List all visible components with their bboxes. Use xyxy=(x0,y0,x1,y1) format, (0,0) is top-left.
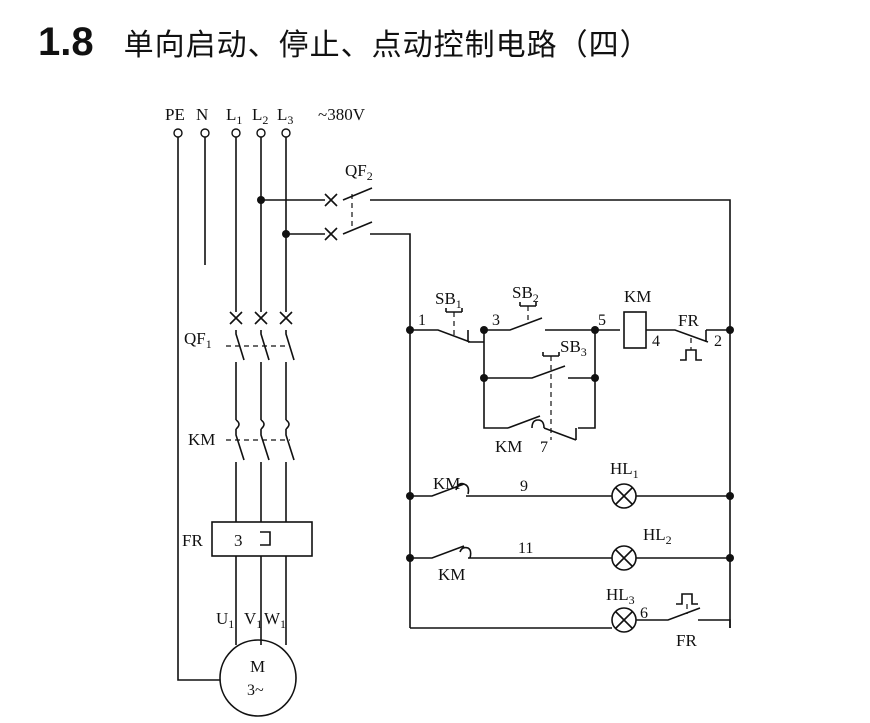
rung-coil: 1 SB1 3 SB2 5 KM 4 FR 2 xyxy=(406,283,734,361)
label-sb1: SB1 xyxy=(435,289,462,311)
motor-type: 3~ xyxy=(247,682,264,699)
supply-terminals xyxy=(173,128,291,138)
page-title: 1.8 单向启动、停止、点动控制电路（四） xyxy=(38,20,651,72)
rung-jog: SB3 KM 7 xyxy=(480,330,599,456)
terminal-pe xyxy=(173,128,183,138)
motor-label: M xyxy=(250,657,265,676)
rung-hl3: HL3 6 FR xyxy=(410,585,731,650)
node-2: 2 xyxy=(714,333,722,350)
node-4: 4 xyxy=(652,333,660,350)
terminal-l2 xyxy=(256,128,266,138)
node-9: 9 xyxy=(520,478,528,495)
label-km-main: KM xyxy=(188,430,215,449)
sb3-contact xyxy=(484,365,595,379)
fr-number: 3 xyxy=(234,531,243,550)
label-hl3: HL3 xyxy=(606,585,635,607)
node-5: 5 xyxy=(598,312,606,329)
label-sb3: SB3 xyxy=(560,337,587,359)
terminal-l3 xyxy=(281,128,291,138)
node-11: 11 xyxy=(518,540,533,557)
label-km-no: KM xyxy=(433,474,460,493)
terminal-l1 xyxy=(231,128,241,138)
qf2-left-feed xyxy=(370,233,411,628)
km-hold-contact xyxy=(507,415,577,441)
label-qf2: QF2 xyxy=(345,161,373,183)
label-l1: L1 xyxy=(226,105,242,127)
qf1-breaker: QF1 xyxy=(184,311,295,420)
label-voltage: ~380V xyxy=(318,105,366,124)
label-u1: U1 xyxy=(216,609,234,631)
label-qf1: QF1 xyxy=(184,329,212,351)
km-nc-contact xyxy=(410,545,612,559)
label-fr-contact: FR xyxy=(678,311,699,330)
fr-box xyxy=(211,521,313,557)
km-coil xyxy=(623,311,647,349)
node-7: 7 xyxy=(540,439,548,456)
label-km-coil: KM xyxy=(624,287,651,306)
label-fr: FR xyxy=(182,531,203,550)
label-hl1: HL1 xyxy=(610,459,639,481)
label-l2: L2 xyxy=(252,105,268,127)
label-n: N xyxy=(196,105,208,124)
fr-no-contact xyxy=(636,607,731,628)
fr-heater-symbol xyxy=(260,531,271,546)
label-hl2: HL2 xyxy=(643,525,672,547)
power-lines xyxy=(177,137,325,681)
supply-labels: PE N L1 L2 L3 ~380V xyxy=(165,105,366,127)
km-main-contacts: KM xyxy=(188,419,295,522)
node-3: 3 xyxy=(492,312,500,329)
node-1: 1 xyxy=(418,312,426,329)
label-l3: L3 xyxy=(277,105,293,127)
section-number: 1.8 xyxy=(38,20,94,64)
sb2-contact xyxy=(484,317,620,331)
pe-wire xyxy=(177,137,220,681)
qf2-right-feed xyxy=(370,199,731,330)
node-6: 6 xyxy=(640,605,648,622)
motor-circle xyxy=(219,639,297,717)
fr-thermal-relay: FR 3 xyxy=(182,521,313,645)
label-v1: V1 xyxy=(244,609,262,631)
label-km-hold: KM xyxy=(495,437,522,456)
fr-thermal-symbol xyxy=(680,349,702,361)
label-fr-lamp: FR xyxy=(676,631,697,650)
label-pe: PE xyxy=(165,105,185,124)
rung-hl1: KM 9 HL1 xyxy=(406,459,734,509)
terminal-n xyxy=(200,128,210,138)
section-title: 单向启动、停止、点动控制电路（四） xyxy=(123,28,651,63)
label-km-nc: KM xyxy=(438,565,465,584)
fr-thermal-symbol-2 xyxy=(676,593,698,605)
motor: U1 V1 W1 M 3~ xyxy=(216,609,297,717)
label-w1: W1 xyxy=(264,609,286,631)
rung-hl2: KM 11 HL2 xyxy=(406,525,734,584)
km-no-contact xyxy=(410,482,612,497)
label-sb2: SB2 xyxy=(512,283,539,305)
sb1-contact xyxy=(410,329,484,343)
